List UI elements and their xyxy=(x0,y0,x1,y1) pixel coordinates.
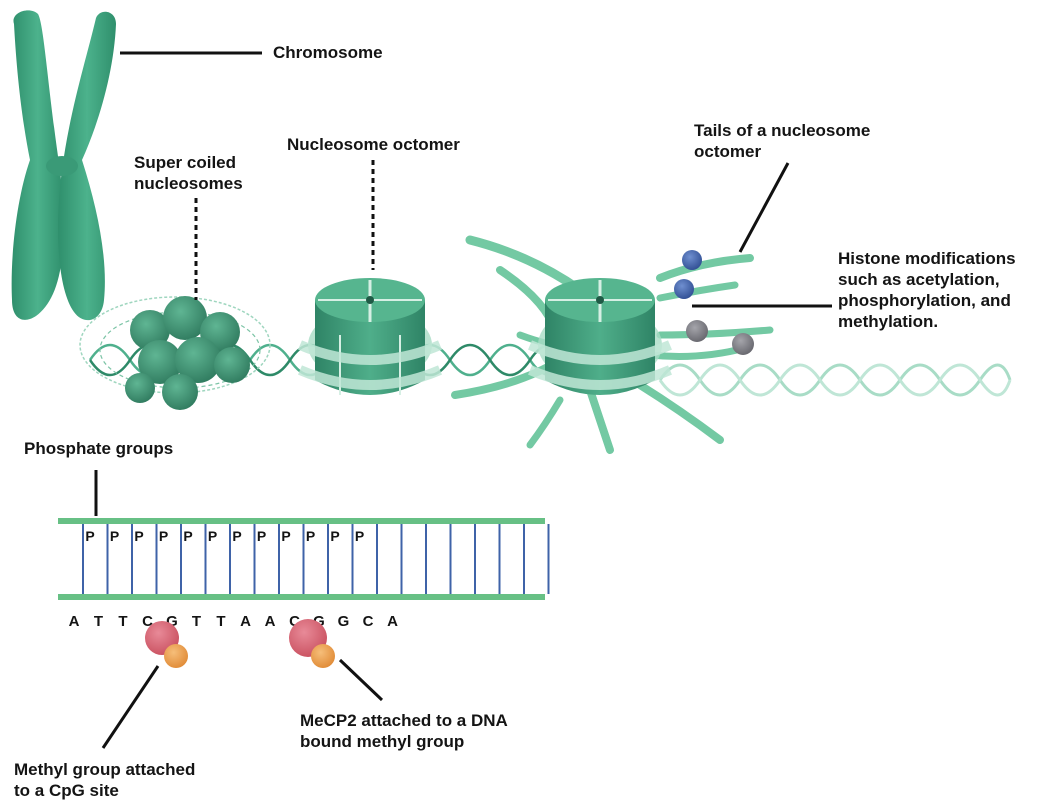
phosphate-label: P xyxy=(110,528,119,544)
nucleosome-octomer-label: Nucleosome octomer xyxy=(287,135,460,154)
base-letter: C xyxy=(142,613,153,630)
nucleosome-octomer-graphic xyxy=(298,278,442,395)
base-letter: T xyxy=(192,613,201,630)
phosphate-label: P xyxy=(134,528,143,544)
chromosome-graphic xyxy=(11,10,116,321)
bottom-backbone xyxy=(58,594,545,600)
supercoiled-nucleosomes-label: Super coiled nucleosomes xyxy=(134,153,243,193)
methyl-marker xyxy=(686,320,708,342)
supercoiled-nucleosomes-graphic xyxy=(79,296,271,410)
base-letter: T xyxy=(118,613,127,630)
phosphate-label: P xyxy=(281,528,290,544)
base-letter: G xyxy=(338,613,350,630)
base-letter: A xyxy=(387,613,398,630)
phosphate-label: P xyxy=(257,528,266,544)
phosphate-label: P xyxy=(355,528,364,544)
phosphate-label: P xyxy=(208,528,217,544)
acetyl-marker xyxy=(674,279,694,299)
base-letter: A xyxy=(265,613,276,630)
phosphate-label: P xyxy=(183,528,192,544)
methyl-group xyxy=(311,644,335,668)
base-letter: C xyxy=(363,613,374,630)
phosphate-label: P xyxy=(159,528,168,544)
methyl-group-complex-2 xyxy=(289,619,335,668)
base-pair-rungs xyxy=(82,524,550,594)
tails-leader-line xyxy=(738,162,790,253)
phosphate-label: P xyxy=(306,528,315,544)
phosphate-groups-label: Phosphate groups xyxy=(24,439,174,458)
top-backbone xyxy=(58,518,545,524)
base-letter: G xyxy=(166,613,178,630)
base-letter: T xyxy=(216,613,225,630)
phosphate-label: P xyxy=(232,528,241,544)
methyl-marker xyxy=(732,333,754,355)
phosphate-label: P xyxy=(85,528,94,544)
base-letter: G xyxy=(313,613,325,630)
methyl-group-complex-1 xyxy=(145,621,188,668)
phosphate-label: P xyxy=(330,528,339,544)
mecp2-leader-line xyxy=(338,658,384,702)
methyl-group xyxy=(164,644,188,668)
histone-modification-markers xyxy=(674,250,754,355)
tails-label: Tails of a nucleosome octomer xyxy=(694,121,871,161)
methyl-leader-line xyxy=(101,665,160,749)
base-letter: C xyxy=(289,613,300,630)
tailed-nucleosome-core xyxy=(528,278,672,395)
acetyl-marker xyxy=(682,250,702,270)
base-letter: A xyxy=(69,613,80,630)
base-letter: A xyxy=(240,613,251,630)
mecp2-label: MeCP2 attached to a DNA bound methyl gro… xyxy=(300,711,508,751)
methyl-group-label: Methyl group attached to a CpG site xyxy=(14,760,196,800)
base-letter: T xyxy=(94,613,103,630)
histone-modifications-label: Histone modifications such as acetylatio… xyxy=(838,249,1016,331)
chromosome-label: Chromosome xyxy=(273,43,383,62)
